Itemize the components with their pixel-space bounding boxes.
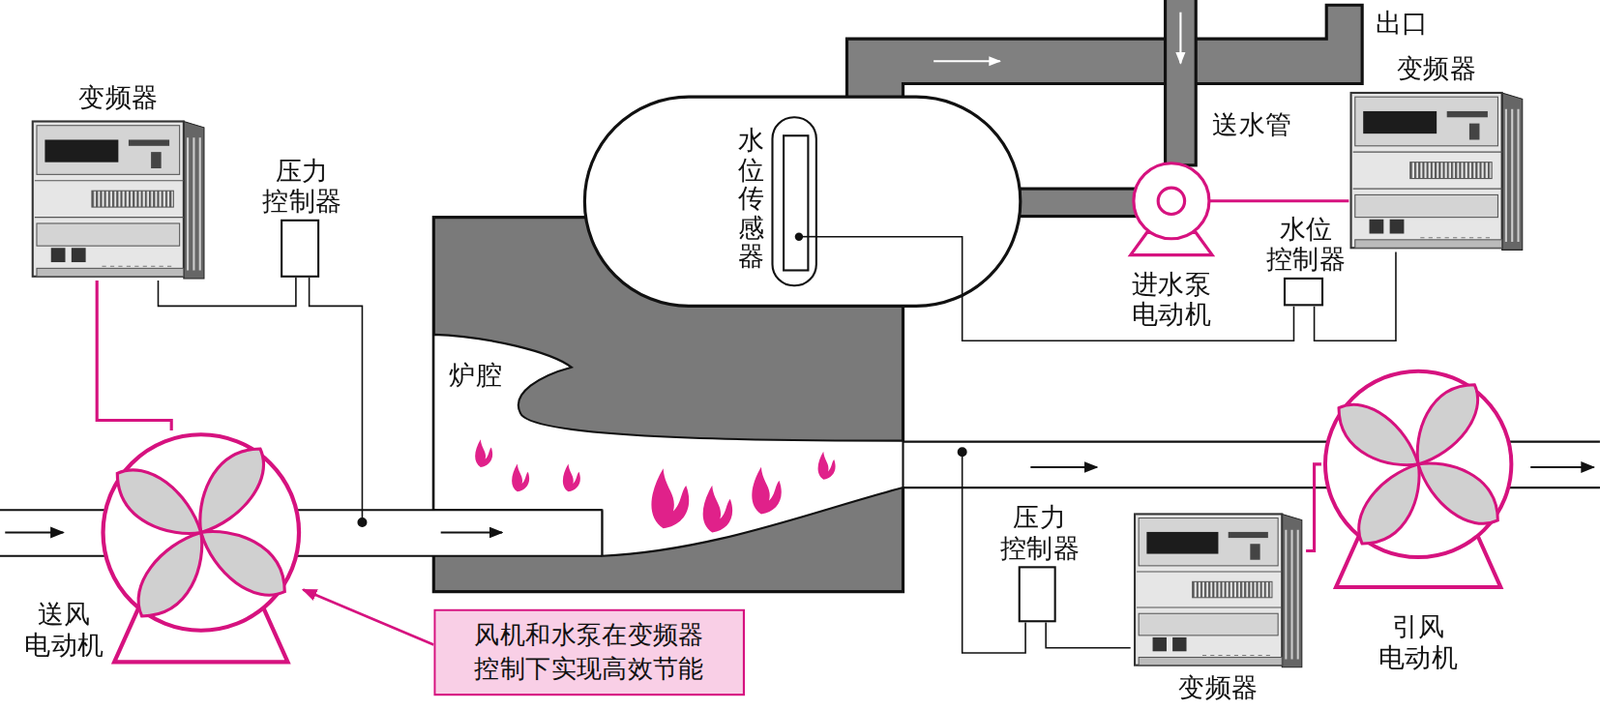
- flames: [651, 468, 689, 529]
- inverter: 变频器: [1348, 88, 1524, 253]
- flames: [818, 451, 836, 480]
- feed-pump-motor: 进水泵 电动机: [1132, 162, 1211, 240]
- flow-arrows: [1179, 12, 1182, 64]
- node-label: 变频器: [1348, 54, 1524, 86]
- water-level-sensor: 水位传感器: [771, 117, 816, 286]
- induced-draft-motor: 引风 电动机: [1321, 367, 1515, 562]
- air-ducts: [0, 509, 602, 556]
- water-pump: [1133, 163, 1210, 239]
- air-ducts: [0, 555, 602, 558]
- node-label: 进水泵 电动机: [1129, 268, 1214, 330]
- callout-text: 风机和水泵在变频器控制下实现高效节能: [462, 619, 717, 686]
- water-level-controller: 水位 控制器: [1283, 277, 1324, 307]
- inverter-unit: [32, 120, 205, 278]
- flow-arrows: [1530, 466, 1594, 469]
- sensor-leaders: [357, 518, 366, 527]
- boiler-drum: [584, 96, 1020, 306]
- inverter: 变频器: [1130, 509, 1306, 670]
- boiler-drum: [771, 117, 816, 286]
- node-label: 变频器: [1130, 673, 1306, 705]
- pressure-controller: 压力 控制器: [1018, 565, 1057, 623]
- air-ducts: [600, 509, 603, 556]
- pipe-label: 送水管: [1212, 110, 1292, 142]
- furnace-chamber: 炉腔: [433, 217, 903, 593]
- boiler-drum: [783, 135, 808, 270]
- node-label: 变频器: [30, 82, 207, 114]
- flames: [703, 485, 733, 534]
- sensor-leaders: [309, 277, 363, 523]
- flames: [562, 464, 581, 493]
- node-label: 炉腔: [448, 359, 521, 391]
- blower-motor: 送风 电动机: [98, 430, 303, 635]
- water-pump: [1130, 163, 1213, 256]
- signal-wire: [1045, 622, 1130, 648]
- inverter-unit: [1134, 513, 1303, 667]
- sensor-leaders: [309, 277, 1026, 653]
- pressure-controller: 压力 控制器: [280, 219, 320, 278]
- flow-arrows: [933, 59, 1001, 62]
- node-label: 压力 控制器: [998, 503, 1082, 564]
- water-pipes: [846, 4, 1363, 102]
- water-pump: [1157, 187, 1185, 214]
- flames: [751, 467, 781, 515]
- flow-arrows: [1030, 466, 1097, 469]
- flow-arrows: [4, 12, 1594, 534]
- water-pipes: [1009, 188, 1138, 216]
- power-line: [302, 590, 434, 646]
- power-line: [1210, 199, 1349, 203]
- air-ducts: [0, 508, 602, 511]
- callout-box: 风机和水泵在变频器控制下实现高效节能: [433, 609, 745, 697]
- node-label: 送风 电动机: [22, 599, 106, 661]
- boiler-drum: [799, 236, 817, 238]
- water-pipes: [1165, 0, 1197, 166]
- node-label: 水位 控制器: [1264, 213, 1348, 275]
- signal-wire: [816, 237, 1295, 342]
- node-label: 引风 电动机: [1376, 612, 1460, 674]
- node-label: 水位传感器: [738, 125, 765, 272]
- flames: [474, 439, 493, 468]
- signal-wire: [157, 277, 296, 307]
- flow-arrows: [4, 531, 63, 534]
- sensor-leaders: [957, 447, 966, 456]
- inverter-unit: [1351, 92, 1523, 250]
- boiler-drum: [584, 96, 1020, 306]
- inverter: 变频器: [30, 117, 207, 281]
- flow-arrows: [441, 531, 503, 534]
- node-label: 压力 控制器: [260, 155, 344, 217]
- blower-fan: [103, 434, 300, 662]
- power-line: [96, 280, 172, 431]
- exhaust-fan: [1325, 371, 1512, 588]
- outlet-label: 出口: [1375, 7, 1429, 39]
- power-line: [1305, 464, 1322, 552]
- flames: [511, 464, 530, 493]
